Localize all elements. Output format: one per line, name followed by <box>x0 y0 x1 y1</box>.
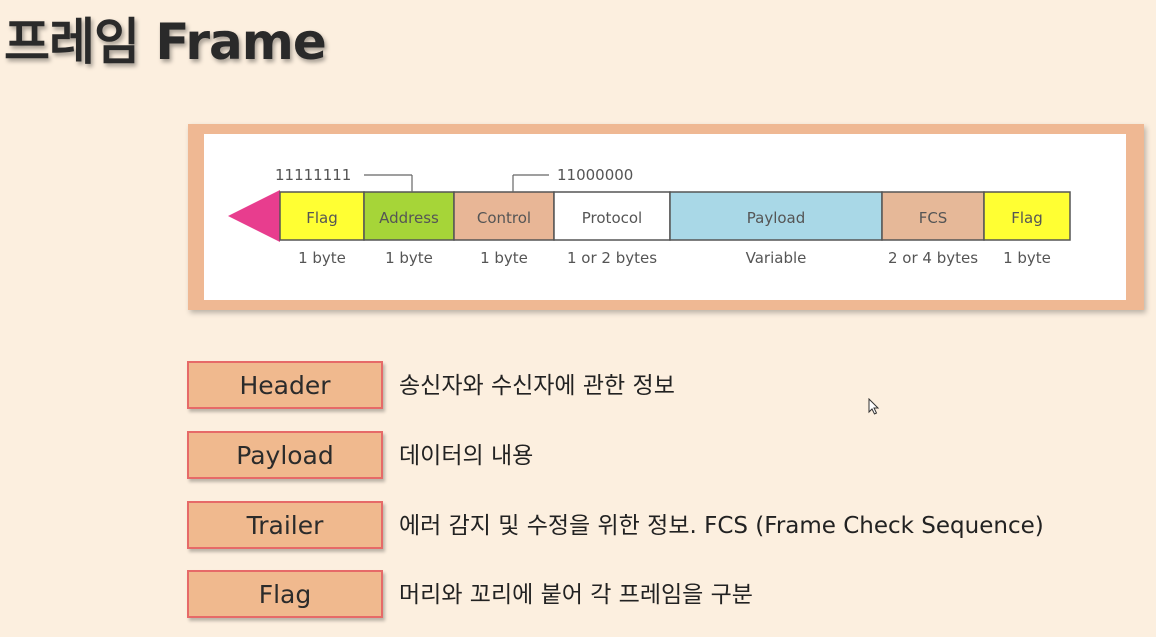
field-size-protocol-3: 1 or 2 bytes <box>567 249 657 267</box>
legend-term-flag: Flag <box>187 570 383 618</box>
legend-row-flag: Flag 머리와 꼬리에 붙어 각 프레임을 구분 <box>187 570 1147 618</box>
control-bits-label: 11000000 <box>557 166 633 184</box>
field-size-control-2: 1 byte <box>480 249 528 267</box>
frame-diagram-canvas: Flag 1 byte Address 1 byte Control 1 byte Prot… <box>204 134 1126 300</box>
field-size-address-1: 1 byte <box>385 249 433 267</box>
field-size-flag-0: 1 byte <box>298 249 346 267</box>
legend-desc-payload: 데이터의 내용 <box>399 443 534 469</box>
field-label-flag-0: Flag <box>306 209 338 227</box>
address-bits-label: 11111111 <box>275 166 351 184</box>
mouse-cursor-icon <box>868 398 880 415</box>
field-size-fcs-5: 2 or 4 bytes <box>888 249 978 267</box>
field-box-fcs-5 <box>881 191 985 241</box>
legend-desc-header: 송신자와 수신자에 관한 정보 <box>399 373 675 399</box>
direction-arrow-icon <box>228 190 280 242</box>
legend-row-payload: Payload 데이터의 내용 <box>187 431 1147 479</box>
field-label-flag-6: Flag <box>1011 209 1043 227</box>
legend-term-payload: Payload <box>187 431 383 479</box>
field-label-address-1: Address <box>379 209 439 227</box>
field-box-control-2 <box>453 191 555 241</box>
legend-term-trailer: Trailer <box>187 501 383 549</box>
legend-desc-flag: 머리와 꼬리에 붙어 각 프레임을 구분 <box>399 582 753 608</box>
legend-term-header: Header <box>187 361 383 409</box>
field-box-flag-0 <box>279 191 365 241</box>
frame-structure-svg: Flag 1 byte Address 1 byte Control 1 byte Prot… <box>228 166 1071 267</box>
field-label-fcs-5: FCS <box>919 209 948 227</box>
legend-desc-trailer: 에러 감지 및 수정을 위한 정보. FCS (Frame Check Sequ… <box>399 513 1044 539</box>
legend-row-trailer: Trailer 에러 감지 및 수정을 위한 정보. FCS (Frame Ch… <box>187 501 1147 549</box>
legend-row-header: Header 송신자와 수신자에 관한 정보 <box>187 361 1147 409</box>
frame-diagram: Flag 1 byte Address 1 byte Control 1 byte Prot… <box>188 124 1144 310</box>
field-box-payload-4 <box>669 191 883 241</box>
field-label-payload-4: Payload <box>747 209 806 227</box>
field-size-flag-6: 1 byte <box>1003 249 1051 267</box>
field-box-flag-6 <box>983 191 1071 241</box>
field-label-protocol-3: Protocol <box>582 209 642 227</box>
field-label-control-2: Control <box>477 209 531 227</box>
field-size-payload-4: Variable <box>746 249 807 267</box>
field-box-address-1 <box>363 191 455 241</box>
page-title: 프레임 Frame <box>4 13 327 71</box>
